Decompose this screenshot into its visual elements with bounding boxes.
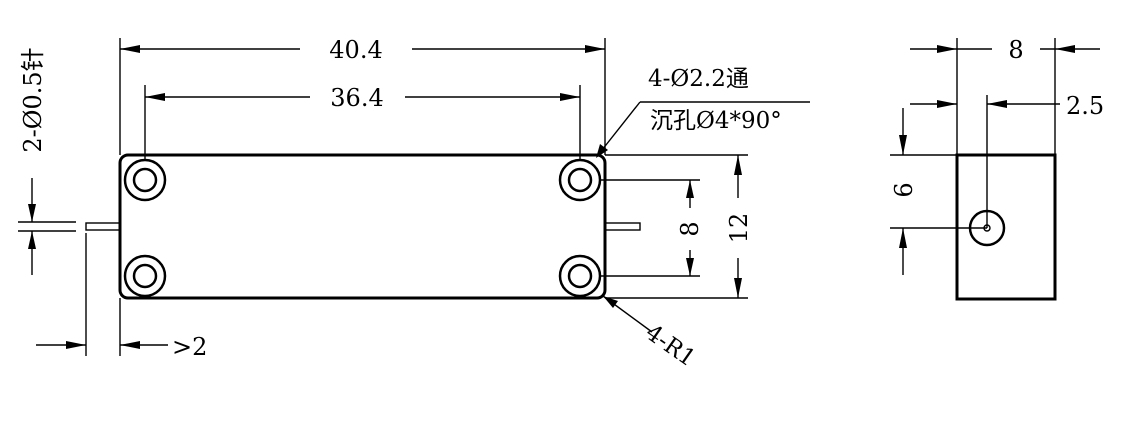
right-pin — [604, 222, 641, 231]
label-hole-spacing-x: 36.4 — [330, 84, 383, 112]
label-corner-radius: 4-R1 — [641, 320, 700, 372]
dim-side-width — [910, 38, 1100, 155]
label-side-width: 8 — [1008, 36, 1023, 64]
front-view: 40.4 36.4 4-Ø2.2通 沉孔Ø4*90° 4-R1 — [18, 36, 810, 372]
label-body-height: 12 — [725, 213, 753, 244]
label-pin-diameter: 2-Ø0.5针 — [19, 47, 47, 152]
label-side-pin-height: 6 — [890, 182, 918, 197]
dim-hole-spacing-x — [144, 85, 581, 160]
dim-side-pin-height — [890, 108, 987, 275]
label-overall-length: 40.4 — [329, 36, 382, 64]
label-mount-holes-line2: 沉孔Ø4*90° — [650, 108, 782, 134]
leader-corner-radius — [602, 295, 653, 333]
mount-hole-top-right — [558, 158, 602, 202]
leader-mount-holes — [596, 101, 810, 158]
left-pin — [85, 222, 121, 231]
label-side-offset: 2.5 — [1066, 92, 1104, 120]
mount-hole-bottom-right — [558, 254, 602, 298]
dim-body-height — [605, 154, 748, 299]
side-view: 8 2.5 6 — [890, 36, 1104, 301]
dim-pin-diameter — [18, 178, 76, 275]
mount-hole-top-left — [123, 158, 167, 202]
body-outline — [118, 153, 607, 300]
dim-hole-spacing-y — [600, 179, 700, 277]
dim-side-offset — [910, 95, 1060, 228]
dim-pin-length — [36, 233, 168, 356]
side-body-outline — [955, 153, 1057, 301]
label-mount-holes-line1: 4-Ø2.2通 — [648, 66, 749, 92]
label-hole-spacing-y: 8 — [676, 221, 704, 236]
label-pin-length: >2 — [172, 333, 207, 361]
dim-overall-length — [119, 38, 606, 155]
mount-hole-bottom-left — [123, 254, 167, 298]
